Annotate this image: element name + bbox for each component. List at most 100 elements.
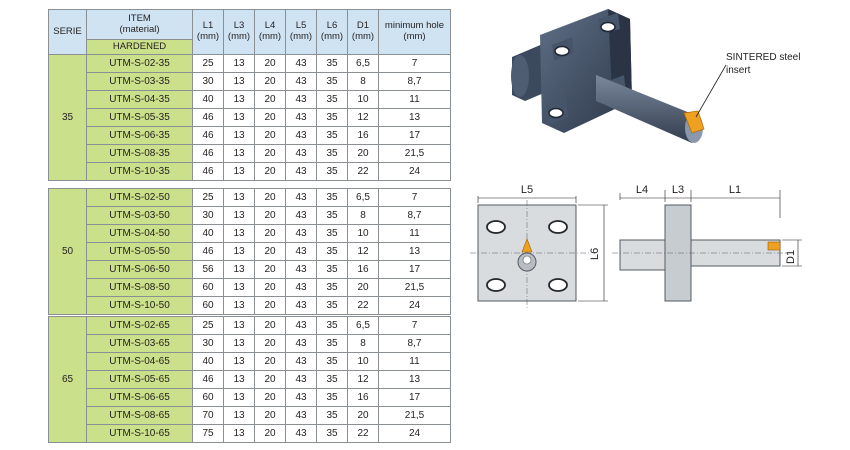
value-cell: 13 [223,296,255,315]
value-cell: 11 [378,352,451,371]
item-code-cell: UTM-S-10-65 [86,424,193,443]
value-cell: 13 [223,54,255,73]
value-cell: 35 [316,188,348,207]
value-cell: 20 [254,126,286,145]
value-cell: 46 [192,126,224,145]
value-cell: 20 [347,406,379,425]
value-cell: 13 [378,370,451,389]
value-cell: 20 [254,224,286,243]
value-cell: 35 [316,54,348,73]
value-cell: 13 [223,90,255,109]
item-code-cell: UTM-S-08-35 [86,144,193,163]
item-code-cell: UTM-S-03-65 [86,334,193,353]
value-cell: 60 [192,278,224,297]
value-cell: 35 [316,334,348,353]
value-cell: 40 [192,224,224,243]
header-serie: SERIE [48,9,87,55]
value-cell: 7 [378,188,451,207]
value-cell: 6,5 [347,54,379,73]
value-cell: 13 [223,144,255,163]
value-cell: 35 [316,388,348,407]
dim-label-l4: L4 [636,184,648,196]
value-cell: 16 [347,260,379,279]
value-cell: 20 [347,144,379,163]
value-cell: 35 [316,370,348,389]
value-cell: 43 [285,260,317,279]
value-cell: 6,5 [347,188,379,207]
value-cell: 43 [285,224,317,243]
item-code-cell: UTM-S-05-65 [86,370,193,389]
value-cell: 43 [285,144,317,163]
value-cell: 7 [378,316,451,335]
value-cell: 43 [285,206,317,225]
item-code-cell: UTM-S-08-50 [86,278,193,297]
value-cell: 70 [192,406,224,425]
value-cell: 43 [285,108,317,127]
item-code-cell: UTM-S-03-35 [86,72,193,91]
value-cell: 7 [378,54,451,73]
value-cell: 20 [254,316,286,335]
value-cell: 13 [223,242,255,261]
value-cell: 35 [316,144,348,163]
value-cell: 20 [254,352,286,371]
item-code-cell: UTM-S-02-35 [86,54,193,73]
value-cell: 35 [316,242,348,261]
value-cell: 35 [316,296,348,315]
value-cell: 40 [192,352,224,371]
value-cell: 20 [254,206,286,225]
value-cell: 46 [192,108,224,127]
value-cell: 43 [285,296,317,315]
item-code-cell: UTM-S-06-50 [86,260,193,279]
value-cell: 21,5 [378,144,451,163]
value-cell: 17 [378,126,451,145]
value-cell: 20 [254,54,286,73]
value-cell: 20 [254,72,286,91]
header-l3: L3(mm) [223,9,255,55]
value-cell: 35 [316,316,348,335]
value-cell: 13 [223,316,255,335]
value-cell: 8,7 [378,72,451,91]
value-cell: 43 [285,334,317,353]
value-cell: 13 [223,260,255,279]
item-code-cell: UTM-S-08-65 [86,406,193,425]
value-cell: 43 [285,162,317,181]
item-code-cell: UTM-S-04-50 [86,224,193,243]
item-code-cell: UTM-S-03-50 [86,206,193,225]
item-code-cell: UTM-S-02-50 [86,188,193,207]
value-cell: 13 [223,126,255,145]
item-code-cell: UTM-S-10-35 [86,162,193,181]
value-cell: 43 [285,352,317,371]
value-cell: 43 [285,406,317,425]
value-cell: 13 [223,334,255,353]
value-cell: 30 [192,72,224,91]
value-cell: 16 [347,388,379,407]
value-cell: 13 [223,206,255,225]
value-cell: 17 [378,260,451,279]
value-cell: 20 [254,370,286,389]
header-d1: D1(mm) [347,9,379,55]
value-cell: 11 [378,90,451,109]
value-cell: 24 [378,424,451,443]
header-l5: L5(mm) [285,9,317,55]
value-cell: 13 [223,108,255,127]
value-cell: 21,5 [378,406,451,425]
value-cell: 30 [192,334,224,353]
item-code-cell: UTM-S-04-35 [86,90,193,109]
value-cell: 43 [285,242,317,261]
value-cell: 12 [347,242,379,261]
value-cell: 20 [254,90,286,109]
item-code-cell: UTM-S-10-50 [86,296,193,315]
